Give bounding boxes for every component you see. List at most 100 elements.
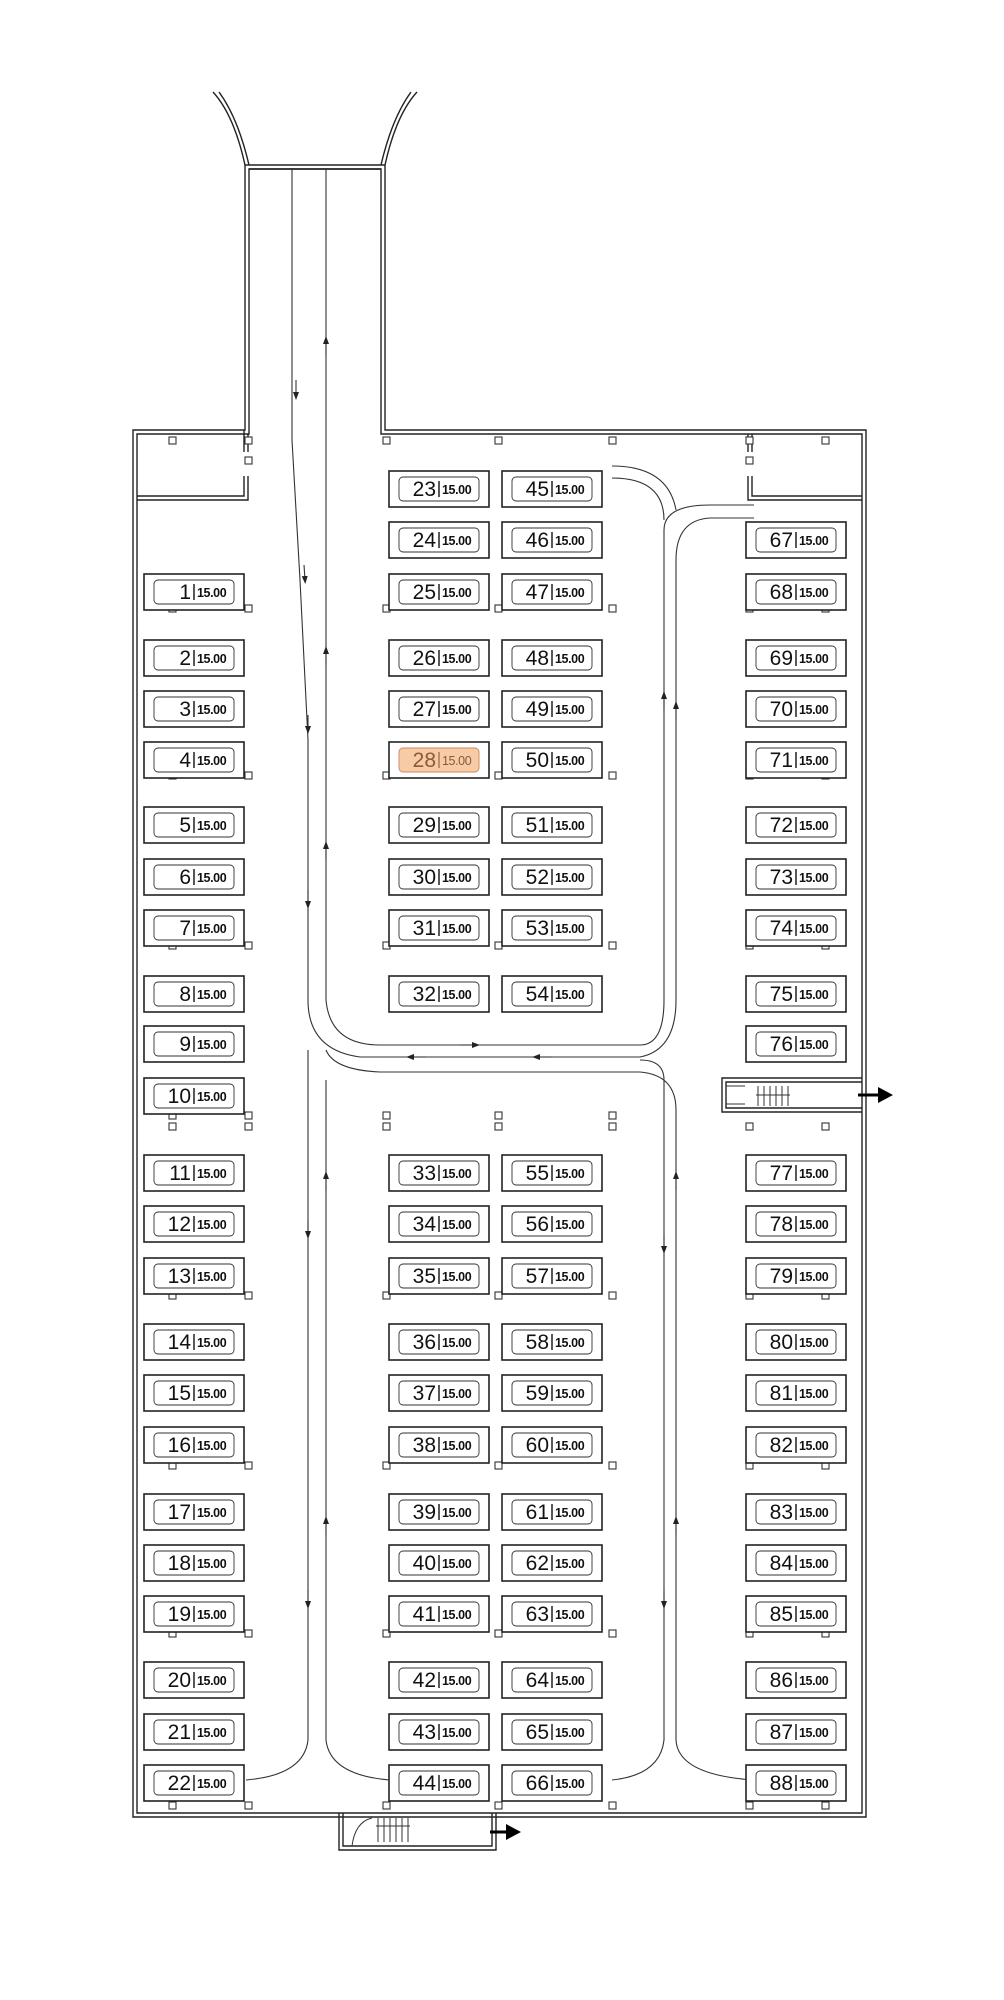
exit-arrow-icon[interactable] — [490, 1824, 521, 1840]
exit-arrow-icon[interactable] — [858, 1087, 893, 1103]
stall-price: 15.00 — [442, 1557, 472, 1571]
stall-number: 41 — [413, 1603, 436, 1626]
stall-price: 15.00 — [799, 703, 829, 717]
stall-price: 15.00 — [799, 652, 829, 666]
stall-price: 15.00 — [555, 1506, 585, 1520]
stall-number: 61 — [526, 1501, 549, 1524]
stall-price: 15.00 — [555, 819, 585, 833]
stall-number: 52 — [526, 866, 549, 889]
parking-stall-61[interactable]: 61 15.00 — [501, 1493, 603, 1531]
stall-price: 15.00 — [442, 483, 472, 497]
stall-number: 44 — [413, 1772, 437, 1795]
